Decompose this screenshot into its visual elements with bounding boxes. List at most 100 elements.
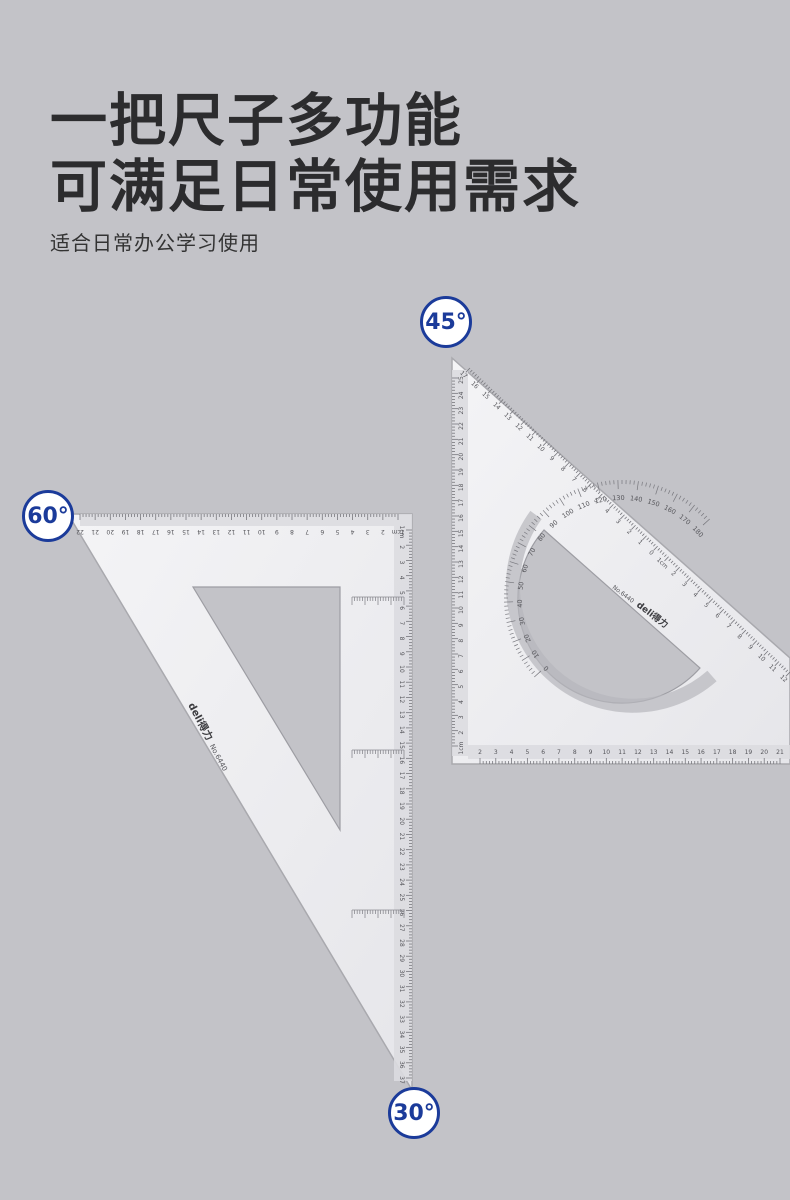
tick: [664, 556, 669, 562]
tick: [551, 447, 555, 451]
protractor-tick: [510, 636, 515, 639]
tick: [761, 646, 764, 650]
tick: [619, 512, 623, 516]
tick-label: 17: [398, 772, 405, 780]
tick: [498, 397, 502, 400]
tick: [480, 380, 484, 384]
tick: [752, 638, 755, 641]
tick-label: 4: [398, 576, 405, 580]
tick-label: 11: [458, 591, 465, 599]
headline: 一把尺子多功能 可满足日常使用需求: [50, 88, 581, 220]
tick: [571, 466, 575, 469]
protractor-tick: [601, 481, 603, 486]
tick: [531, 428, 535, 432]
tick-label: 6: [320, 528, 324, 535]
tick: [597, 491, 601, 495]
protractor-tick: [678, 495, 682, 500]
tick: [670, 560, 674, 564]
tick: [494, 392, 497, 396]
tick-label: 3: [494, 749, 498, 756]
tick-label: 5: [525, 749, 529, 756]
protractor-tick: [581, 486, 584, 491]
tick: [675, 566, 680, 572]
tick: [697, 585, 700, 589]
tick: [624, 516, 627, 520]
tick-label: 9: [275, 528, 279, 535]
tick: [730, 619, 736, 625]
tick-label: 8: [290, 528, 294, 535]
protractor-tick: [505, 577, 510, 579]
tick: [525, 422, 528, 425]
tick-label: 23: [458, 407, 465, 415]
tick: [564, 462, 570, 467]
protractor-tick: [672, 493, 678, 502]
protractor-tick: [573, 490, 576, 494]
tick: [597, 493, 603, 499]
tick-label: 19: [121, 528, 129, 535]
tick: [712, 600, 716, 604]
tick-label: 11: [243, 528, 251, 535]
protractor-tick: [510, 557, 515, 560]
tick: [728, 615, 731, 618]
tick-label: 24: [458, 391, 465, 399]
tick-label: 12: [778, 674, 788, 684]
tick-label: 23: [398, 863, 405, 871]
tick: [584, 478, 588, 482]
tick-label: 16: [697, 749, 705, 756]
tick: [675, 564, 678, 568]
protractor-tick: [512, 553, 517, 556]
protractor-tick: [566, 493, 569, 498]
tick: [507, 405, 511, 409]
tick: [736, 623, 740, 627]
tick: [502, 401, 506, 404]
tick: [774, 659, 778, 662]
tick: [701, 589, 705, 593]
protractor-tick: [534, 670, 542, 678]
protractor-tick: [655, 485, 659, 495]
tick: [549, 445, 552, 449]
tick-label: 16: [458, 514, 465, 522]
tick-label: 14: [398, 726, 405, 734]
tick: [483, 382, 486, 386]
tick-label: 25: [398, 894, 405, 902]
tick: [615, 508, 619, 511]
tick-label: 29: [398, 954, 405, 962]
protractor-tick: [577, 488, 582, 498]
tick: [653, 543, 656, 547]
protractor-tick: [685, 499, 689, 504]
tick: [741, 627, 744, 631]
protractor-tick: [664, 488, 667, 493]
protractor-tick: [508, 629, 513, 631]
protractor-tick: [702, 518, 710, 526]
tick: [553, 449, 557, 453]
protractor-label: 120: [594, 495, 608, 505]
tick-label: 9: [589, 749, 593, 756]
tick-label: 6: [541, 749, 545, 756]
protractor-tick: [671, 491, 675, 496]
tick: [705, 594, 709, 597]
tick-label: 18: [458, 483, 465, 491]
tick-label: 1: [636, 539, 644, 547]
tick: [703, 592, 707, 595]
tick: [520, 420, 526, 426]
tick: [679, 568, 683, 572]
protractor-tick: [519, 654, 524, 658]
protractor-tick: [534, 518, 538, 522]
tick-label: 22: [398, 848, 405, 856]
protractor-tick: [508, 565, 513, 567]
tick: [560, 455, 563, 459]
tick: [778, 663, 782, 667]
protractor-tick: [523, 661, 528, 665]
protractor-tick: [636, 481, 639, 491]
tick-label: 4: [691, 591, 699, 599]
tick-label: 25: [458, 376, 465, 384]
tick: [661, 552, 665, 555]
tick: [604, 497, 608, 501]
tick-label: 15: [398, 741, 405, 749]
tick: [717, 604, 720, 608]
protractor-tick: [597, 482, 600, 492]
protractor-label: 0: [542, 664, 551, 672]
tick-label: 20: [398, 817, 405, 825]
protractor-label: 50: [516, 581, 525, 590]
protractor-label: 90: [548, 518, 560, 529]
